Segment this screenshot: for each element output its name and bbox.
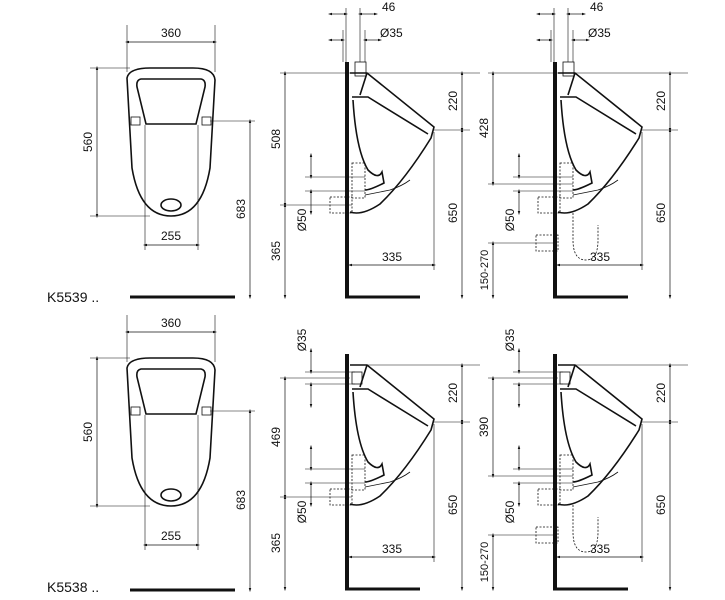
inlet-connector: [354, 61, 367, 77]
rim-height-label: 650: [446, 203, 460, 223]
inlet-diameter-label: Ø35: [588, 26, 611, 40]
front-view: 360 560 255 683 K5539 ..: [47, 25, 255, 305]
side-view-b: Ø35 390 Ø50 150-270 220 650 335: [477, 328, 688, 592]
projection-label: 335: [382, 542, 402, 556]
inlet-connector: [351, 371, 363, 385]
side-view-b: 46 Ø35 428 Ø50 150-270 220 650 335: [477, 0, 688, 300]
inlet-diameter-label: Ø35: [380, 26, 403, 40]
width-label: 360: [161, 26, 181, 40]
outlet-diameter-label: Ø50: [503, 208, 517, 231]
width-label: 360: [161, 316, 181, 330]
side-view-a: 46 Ø35 508 365 Ø50 220 650 335: [269, 0, 480, 300]
rim-drop-label: 220: [654, 91, 668, 111]
inlet-to-outlet-label: 469: [269, 427, 283, 447]
outlet-diameter-label: Ø50: [503, 500, 517, 523]
model-code: K5539 ..: [47, 289, 99, 305]
inlet-diameter-label: Ø35: [503, 328, 517, 351]
trap-height-label: 150-270: [479, 250, 491, 290]
trap-outline: [535, 504, 599, 553]
height-label: 560: [81, 132, 95, 152]
model-row-k5539: 360 560 255 683 K5539 .. 46 Ø35: [47, 0, 688, 305]
inlet-diameter-label: Ø35: [295, 328, 309, 351]
inlet-connector: [559, 371, 571, 385]
urinal-front-outline: [126, 67, 216, 217]
projection-label: 335: [382, 250, 402, 264]
inlet-to-outlet-label: 390: [477, 417, 491, 437]
inlet-to-outlet-label: 508: [269, 129, 283, 149]
rim-drop-label: 220: [446, 383, 460, 403]
outlet-height-label: 365: [269, 533, 283, 553]
rim-height-label: 650: [446, 495, 460, 515]
mount-height-label: 683: [234, 490, 248, 510]
rim-drop-label: 220: [654, 383, 668, 403]
spacing-label: 255: [161, 529, 181, 543]
top-offset-label: 46: [590, 0, 604, 14]
model-row-k5538: 360 560 255 683 K5538 .. Ø35 469: [47, 315, 688, 595]
urinal-front-outline: [126, 357, 216, 507]
side-view-a: Ø35 469 365 Ø50 220 650 335: [269, 328, 480, 592]
projection-label: 335: [590, 250, 610, 264]
rim-drop-label: 220: [446, 91, 460, 111]
trap-outline: [535, 212, 599, 261]
model-code: K5538 ..: [47, 579, 99, 595]
trap-height-label: 150-270: [479, 542, 491, 582]
projection-label: 335: [590, 542, 610, 556]
front-view: 360 560 255 683 K5538 ..: [47, 315, 255, 595]
inlet-to-outlet-label: 428: [477, 118, 491, 138]
inlet-connector: [562, 61, 575, 77]
outlet-diameter-label: Ø50: [295, 500, 309, 523]
outlet-height-label: 365: [269, 241, 283, 261]
mount-height-label: 683: [234, 199, 248, 219]
rim-height-label: 650: [654, 495, 668, 515]
height-label: 560: [81, 422, 95, 442]
outlet-diameter-label: Ø50: [295, 208, 309, 231]
spacing-label: 255: [161, 229, 181, 243]
top-offset-label: 46: [382, 0, 396, 14]
rim-height-label: 650: [654, 203, 668, 223]
